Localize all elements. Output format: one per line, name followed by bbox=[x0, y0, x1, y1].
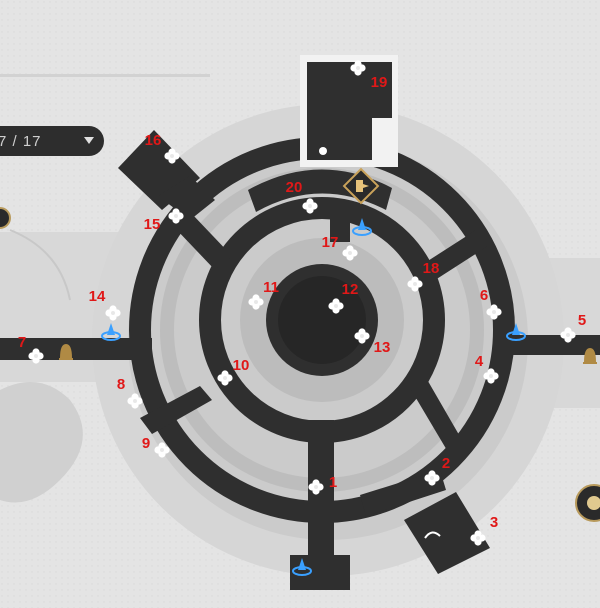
collectible-marker[interactable]: 11 bbox=[248, 279, 279, 310]
marker-number: 2 bbox=[442, 455, 450, 472]
collectible-marker[interactable]: 16 bbox=[145, 132, 180, 164]
spoke-corridors bbox=[140, 202, 488, 590]
marker-number: 5 bbox=[578, 312, 586, 329]
marker-number: 8 bbox=[117, 376, 125, 393]
marker-number: 3 bbox=[490, 514, 498, 531]
center-hall-core bbox=[278, 276, 366, 364]
collectible-marker[interactable]: 6 bbox=[480, 287, 502, 320]
map-layer-value: 7 / 17 bbox=[0, 132, 42, 150]
top-border-line bbox=[0, 74, 210, 77]
bell-icon[interactable] bbox=[583, 348, 597, 364]
gear-medallion-icon[interactable] bbox=[0, 207, 11, 229]
marker-number: 12 bbox=[342, 281, 359, 298]
map-layer-selector[interactable]: 7 / 17 bbox=[0, 126, 104, 156]
marker-number: 19 bbox=[371, 74, 388, 91]
collectible-marker[interactable]: 10 bbox=[217, 357, 249, 386]
collectible-marker[interactable]: 7 bbox=[18, 334, 44, 364]
northwest-room bbox=[118, 130, 215, 220]
collectible-marker[interactable]: 15 bbox=[144, 208, 184, 233]
collectible-marker[interactable]: 1 bbox=[308, 474, 337, 495]
collectible-marker[interactable]: 4 bbox=[475, 353, 499, 384]
marker-number: 20 bbox=[286, 179, 303, 196]
southeast-room bbox=[360, 470, 490, 574]
chevron-down-icon bbox=[84, 137, 94, 144]
marker-number: 6 bbox=[480, 287, 488, 304]
marker-number: 18 bbox=[423, 260, 440, 277]
marker-number: 9 bbox=[142, 435, 150, 452]
space-anchor-icon[interactable] bbox=[506, 323, 526, 341]
collectible-marker[interactable]: 13 bbox=[354, 328, 390, 356]
east-corridor bbox=[500, 335, 600, 355]
collectible-marker[interactable]: 17 bbox=[322, 234, 358, 261]
marker-number: 17 bbox=[322, 234, 339, 251]
bell-icon[interactable] bbox=[59, 344, 73, 360]
collectible-marker[interactable]: 8 bbox=[117, 376, 143, 409]
marker-number: 16 bbox=[145, 132, 162, 149]
collectible-marker[interactable]: 3 bbox=[470, 514, 498, 546]
space-anchor-icon[interactable] bbox=[352, 218, 372, 236]
exit-door-icon[interactable] bbox=[342, 167, 380, 205]
marker-number: 7 bbox=[18, 334, 26, 351]
space-anchor-icon[interactable] bbox=[292, 558, 312, 576]
marker-number: 11 bbox=[263, 279, 279, 296]
collectible-marker[interactable]: 14 bbox=[89, 288, 121, 321]
collectible-marker[interactable]: 18 bbox=[407, 260, 439, 292]
marker-number: 4 bbox=[475, 353, 484, 370]
collectible-marker[interactable]: 2 bbox=[424, 455, 450, 486]
space-anchor-icon[interactable] bbox=[101, 323, 121, 341]
space-anchors bbox=[101, 218, 526, 576]
collectible-marker[interactable]: 19 bbox=[350, 60, 387, 91]
collectible-marker[interactable]: 20 bbox=[286, 179, 318, 214]
marker-number: 15 bbox=[144, 216, 161, 233]
collectible-marker[interactable]: 12 bbox=[328, 281, 358, 314]
marker-number: 10 bbox=[233, 357, 250, 374]
north-building bbox=[300, 55, 398, 167]
collectible-marker[interactable]: 5 bbox=[560, 312, 586, 343]
marker-number: 13 bbox=[374, 339, 391, 356]
marker-number: 14 bbox=[89, 288, 106, 305]
gear-medallion-icon[interactable] bbox=[575, 484, 600, 522]
marker-number: 1 bbox=[329, 474, 337, 491]
collectible-marker[interactable]: 9 bbox=[142, 435, 170, 458]
